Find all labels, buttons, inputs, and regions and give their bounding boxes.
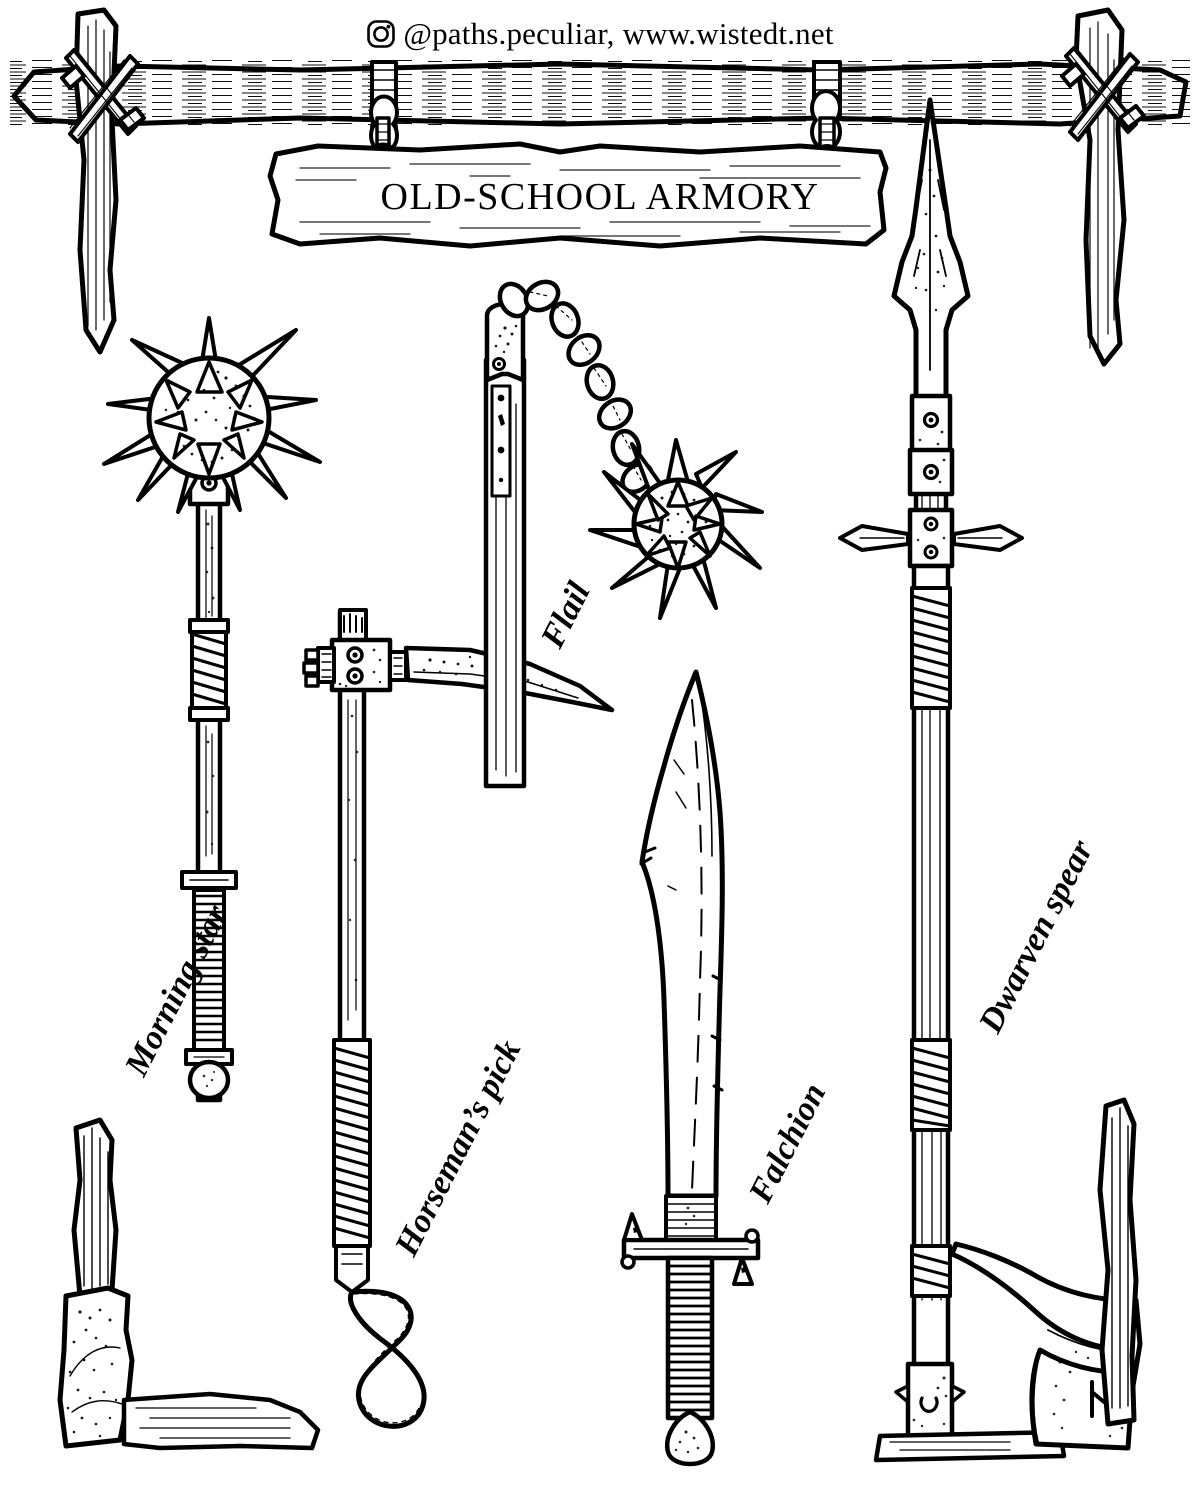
pick-head-top: [338, 608, 368, 642]
flail-ball: [588, 438, 764, 620]
pick-wrapped-grip: [332, 1038, 372, 1248]
falchion-grip: [665, 1255, 715, 1421]
falchion-pommel: [664, 1409, 716, 1467]
credit-text: @paths.peculiar, www.wistedt.net: [403, 16, 834, 51]
weapon-dwarven-spear: [838, 97, 1067, 1463]
weapon-falchion: [620, 669, 761, 1467]
credit-line: @paths.peculiar, www.wistedt.net: [0, 16, 1200, 52]
weapon-horsemans-pick: [302, 608, 615, 1429]
morning-star-crossguard: [180, 870, 238, 890]
sign-title: OLD-SCHOOL ARMORY: [380, 176, 820, 218]
armory-sign: [267, 141, 889, 249]
morning-star-wrapped-grip: [188, 618, 230, 722]
weapon-flail: [483, 279, 764, 789]
rope-lashing-right: [1060, 46, 1146, 142]
prop-left-stone-base: [57, 1117, 135, 1449]
morning-star-head: [102, 316, 322, 514]
spear-wrap-lower: [910, 1244, 952, 1298]
falchion-ricasso: [664, 1194, 718, 1242]
morning-star-pommel: [187, 1059, 231, 1101]
pick-head-block: [329, 637, 393, 693]
spear-wrap-mid: [910, 1038, 952, 1132]
flail-haft-cap: [484, 301, 526, 498]
spear-band-lower: [907, 507, 955, 569]
spear-wrap-upper: [910, 586, 952, 710]
instagram-icon[interactable]: [366, 19, 396, 49]
spear-band-upper: [907, 447, 955, 497]
morning-star-corded-grip: [192, 888, 226, 1052]
rack-beam: [10, 60, 1190, 127]
weapon-morning-star: [102, 316, 322, 1103]
spear-butt-ferrule: [894, 1361, 966, 1439]
pick-hammer-face: [302, 646, 336, 688]
falchion-crossguard: [620, 1212, 761, 1286]
spear-head: [891, 97, 971, 403]
prop-ground-board: [121, 1391, 321, 1451]
rope-lashing-left: [60, 48, 146, 144]
prop-right-post: [1097, 1097, 1139, 1427]
flail-chain: [497, 279, 654, 495]
pick-wrist-loop: [348, 1288, 427, 1429]
